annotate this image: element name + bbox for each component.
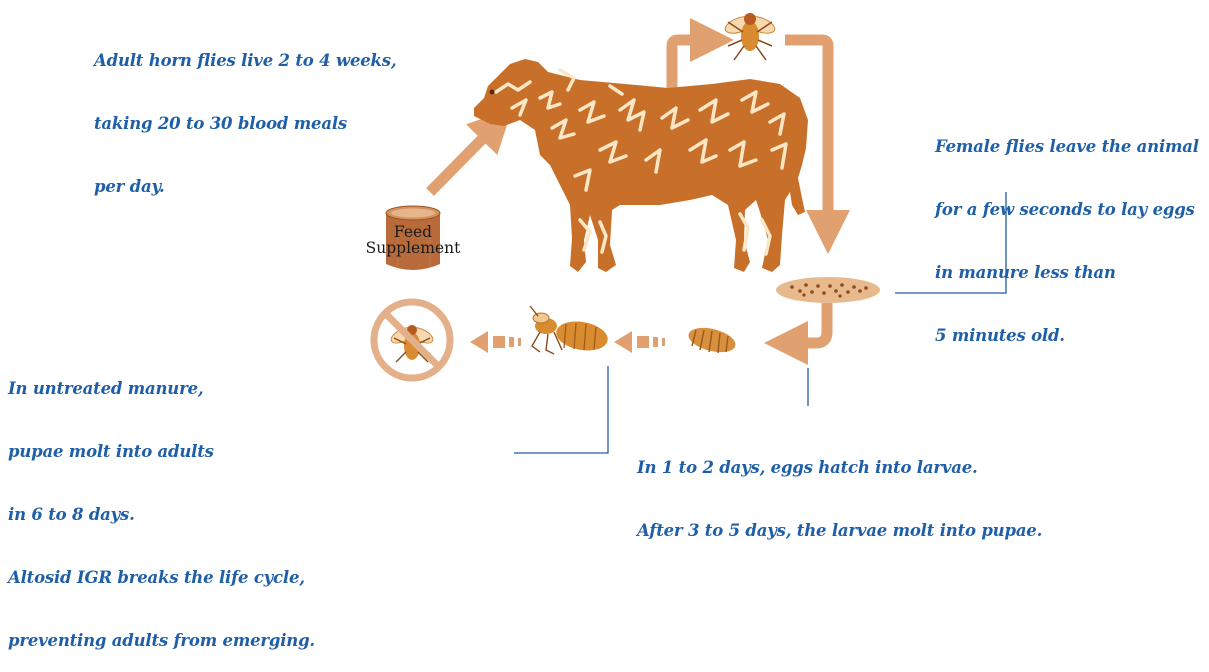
pupae-caption-line: in 6 to 8 days. xyxy=(8,504,315,525)
pupa-to-adult-arrow xyxy=(470,331,521,353)
female-flies-caption-line: Female flies leave the animal xyxy=(935,136,1199,157)
can-label-supplement: Supplement xyxy=(366,239,461,257)
pupae-caption-line: Altosid IGR breaks the life cycle, xyxy=(8,567,315,588)
pupae-caption-line: preventing adults from emerging. xyxy=(8,630,315,651)
manure-pat-icon xyxy=(776,277,880,303)
female-flies-caption: Female flies leave the animal for a few … xyxy=(935,94,1199,367)
female-flies-caption-line: 5 minutes old. xyxy=(935,325,1199,346)
manure-to-larva-arrow xyxy=(786,303,827,343)
larvae-caption-line: In 1 to 2 days, eggs hatch into larvae. xyxy=(637,457,1042,478)
pupa-icon xyxy=(530,306,610,354)
pupae-caption-line: pupae molt into adults xyxy=(8,441,315,462)
larvae-caption-line: After 3 to 5 days, the larvae molt into … xyxy=(637,520,1042,541)
adult-flies-caption-line: Adult horn flies live 2 to 4 weeks, xyxy=(94,50,396,71)
fly-icon xyxy=(723,13,777,60)
cow-to-fly-arrow xyxy=(672,40,712,92)
larvae-caption: In 1 to 2 days, eggs hatch into larvae. … xyxy=(637,415,1042,562)
no-fly-sign-icon xyxy=(374,302,450,378)
female-flies-caption-line: for a few seconds to lay eggs xyxy=(935,199,1199,220)
pupae-caption: In untreated manure, pupae molt into adu… xyxy=(8,336,315,672)
cow-icon xyxy=(474,59,808,272)
adult-flies-caption-line: per day. xyxy=(94,176,396,197)
pupae-callout-line xyxy=(514,366,608,453)
larva-to-pupa-arrow xyxy=(614,331,665,353)
adult-flies-caption: Adult horn flies live 2 to 4 weeks, taki… xyxy=(94,8,396,218)
female-flies-caption-line: in manure less than xyxy=(935,262,1199,283)
pupae-caption-line: In untreated manure, xyxy=(8,378,315,399)
larva-icon xyxy=(686,324,738,357)
adult-flies-caption-line: taking 20 to 30 blood meals xyxy=(94,113,396,134)
feed-to-cow-arrow xyxy=(430,124,497,192)
